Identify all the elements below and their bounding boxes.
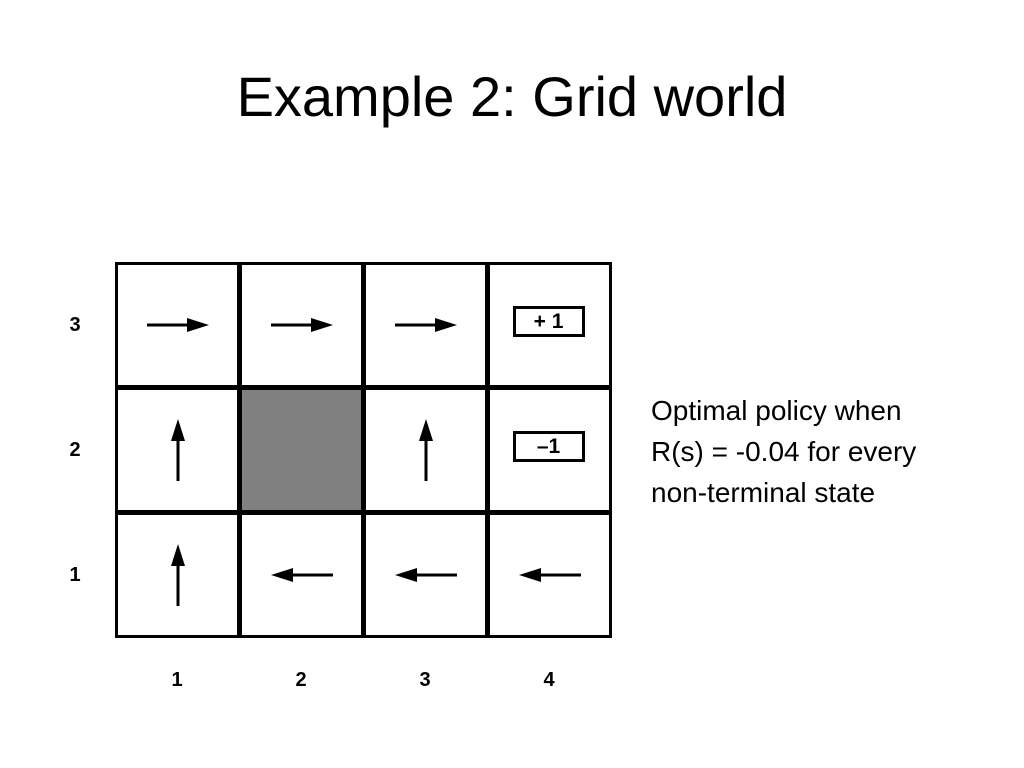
caption-line-3: non-terminal state [651,477,876,508]
row-label-1: 1 [69,564,81,586]
grid-cell-2-2 [239,387,364,513]
col-label-2: 2 [295,669,307,691]
terminal-reward-box: –1 [512,431,585,462]
grid-cell-1-2 [115,387,240,513]
arrow-right-icon [270,317,333,333]
grid-cell-4-2: –1 [487,387,612,513]
arrow-up-icon [170,418,186,481]
policy-caption: Optimal policy when R(s) = -0.04 for eve… [651,390,1011,513]
row-label-2: 2 [69,439,81,461]
grid-cell-3-1 [363,512,488,638]
col-label-4: 4 [543,669,555,691]
arrow-up-icon [418,418,434,481]
row-label-3: 3 [69,314,81,336]
caption-line-1: Optimal policy when [651,395,902,426]
arrow-up-icon [170,543,186,606]
grid-cell-4-3: + 1 [487,262,612,388]
terminal-reward-box: + 1 [512,306,585,337]
grid-cell-1-3 [115,262,240,388]
grid-cell-2-1 [239,512,364,638]
grid-cell-2-3 [239,262,364,388]
slide-title: Example 2: Grid world [236,65,788,128]
caption-line-2: R(s) = -0.04 for every [651,436,917,467]
grid-world: + 1 –1 [115,262,617,640]
arrow-left-icon [518,567,581,583]
grid-cell-3-2 [363,387,488,513]
arrow-left-icon [394,567,457,583]
col-label-1: 1 [171,669,183,691]
arrow-right-icon [146,317,209,333]
arrow-right-icon [394,317,457,333]
arrow-left-icon [270,567,333,583]
grid-cell-4-1 [487,512,612,638]
col-label-3: 3 [419,669,431,691]
grid-cell-3-3 [363,262,488,388]
grid-cell-1-1 [115,512,240,638]
